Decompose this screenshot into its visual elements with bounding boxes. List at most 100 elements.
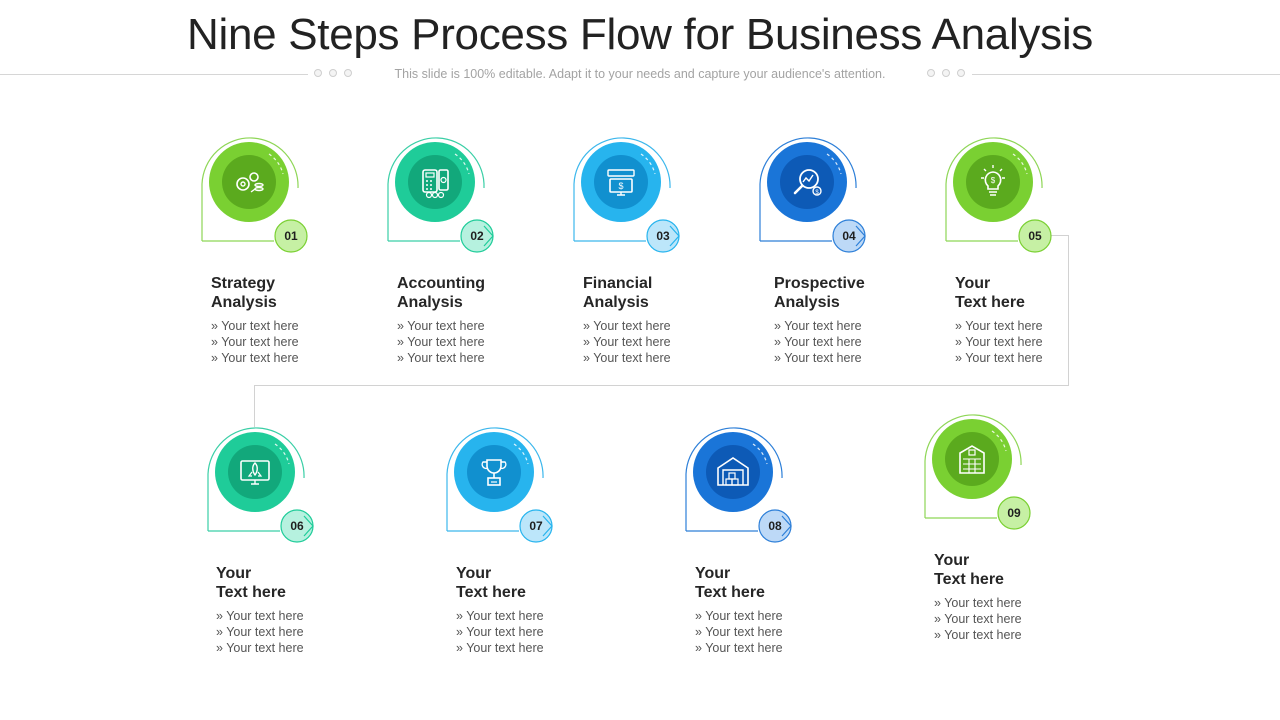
step-outline xyxy=(924,414,1022,518)
step-title-line2: Analysis xyxy=(774,294,840,311)
step-bullets: » Your text here» Your text here» Your t… xyxy=(583,318,671,366)
bullet-item: » Your text here xyxy=(397,351,485,365)
bullet-item: » Your text here xyxy=(583,319,671,333)
bullet-item: » Your text here xyxy=(695,609,783,623)
step-bullets: » Your text here» Your text here» Your t… xyxy=(934,595,1022,643)
step-dashed-arc xyxy=(1012,153,1028,175)
step-title-line2: Analysis xyxy=(211,294,277,311)
step-title-line2: Text here xyxy=(934,571,1004,588)
bullet-item: » Your text here xyxy=(216,609,304,623)
bullet-item: » Your text here xyxy=(774,351,862,365)
bullet-item: » Your text here xyxy=(695,625,783,639)
step-number: 07 xyxy=(529,519,543,533)
step-title-line1: Your xyxy=(955,275,991,292)
bullet-item: » Your text here xyxy=(955,319,1043,333)
step-graphic xyxy=(387,137,494,253)
step-dashed-arc xyxy=(640,153,656,175)
bullet-item: » Your text here xyxy=(774,319,862,333)
svg-text:$: $ xyxy=(815,190,819,196)
bullet-item: » Your text here xyxy=(456,625,544,639)
bullet-item: » Your text here xyxy=(211,351,299,365)
bullet-item: » Your text here xyxy=(934,628,1022,642)
bullet-item: » Your text here xyxy=(955,351,1043,365)
step-title-line2: Text here xyxy=(955,294,1025,311)
badge-arrow xyxy=(542,515,553,537)
lightbulb-icon: $ xyxy=(973,162,1013,202)
step-title-line1: Accounting xyxy=(397,275,485,292)
step-number-badge xyxy=(997,496,1031,530)
step-graphic xyxy=(446,427,553,543)
step-bullets: » Your text here» Your text here» Your t… xyxy=(456,608,544,656)
page-title: Nine Steps Process Flow for Business Ana… xyxy=(187,10,1093,59)
dot xyxy=(344,69,352,77)
step-title-line2: Analysis xyxy=(583,294,649,311)
monitor-dollar-icon: $ xyxy=(601,162,641,202)
calculator-coins-icon xyxy=(415,162,455,202)
connector-right-stub xyxy=(1050,235,1069,236)
svg-text:$: $ xyxy=(991,176,996,185)
step-bullets: » Your text here» Your text here» Your t… xyxy=(216,608,304,656)
warehouse-icon xyxy=(713,452,753,492)
step-inner-circle xyxy=(408,155,462,209)
step-title-line1: Prospective xyxy=(774,275,865,292)
step-bullets: » Your text here» Your text here» Your t… xyxy=(211,318,299,366)
step-title-line2: Analysis xyxy=(397,294,463,311)
dot xyxy=(314,69,322,77)
bullet-item: » Your text here xyxy=(934,612,1022,626)
step-title-line2: Text here xyxy=(695,584,765,601)
bullet-item: » Your text here xyxy=(695,641,783,655)
step-bullets: » Your text here» Your text here» Your t… xyxy=(955,318,1043,366)
bullet-item: » Your text here xyxy=(211,335,299,349)
step-number: 05 xyxy=(1028,229,1042,243)
step-title-line1: Your xyxy=(456,565,492,582)
bullet-item: » Your text here xyxy=(583,335,671,349)
connector-horizontal xyxy=(254,385,1069,386)
step-title-line2: Text here xyxy=(216,584,286,601)
magnifier-chart-icon: $ xyxy=(787,162,827,202)
step-title-line2: Text here xyxy=(456,584,526,601)
step-graphic xyxy=(573,137,680,253)
step-dashed-arc xyxy=(513,443,529,465)
svg-text:$: $ xyxy=(618,181,623,191)
step-outline xyxy=(573,137,671,241)
dot xyxy=(957,69,965,77)
trophy-icon xyxy=(474,452,514,492)
badge-arrow xyxy=(303,515,314,537)
step-graphic xyxy=(759,137,866,253)
step-number: 02 xyxy=(470,229,484,243)
step-graphic xyxy=(945,137,1052,253)
connector-left-vertical xyxy=(254,385,255,427)
step-number-badge xyxy=(1018,219,1052,253)
step-title-line1: Your xyxy=(216,565,252,582)
step-outline xyxy=(446,427,544,531)
step-dashed-arc xyxy=(274,443,290,465)
right-dots xyxy=(927,69,965,77)
step-number: 06 xyxy=(290,519,304,533)
dot xyxy=(927,69,935,77)
dot xyxy=(942,69,950,77)
step-number: 03 xyxy=(656,229,670,243)
rocket-monitor-icon xyxy=(235,452,275,492)
step-dashed-arc xyxy=(752,443,768,465)
bullet-item: » Your text here xyxy=(774,335,862,349)
step-number-badge xyxy=(274,219,308,253)
step-dashed-arc xyxy=(268,153,284,175)
title-divider-left xyxy=(0,74,308,75)
step-bullets: » Your text here » Your text here » Your t… xyxy=(695,608,783,656)
bullet-item: » Your text here xyxy=(456,609,544,623)
step-inner-circle xyxy=(228,445,282,499)
step-number: 01 xyxy=(284,229,298,243)
step-title-line1: Your xyxy=(695,565,731,582)
badge-arrow xyxy=(781,515,792,537)
step-dashed-arc xyxy=(454,153,470,175)
